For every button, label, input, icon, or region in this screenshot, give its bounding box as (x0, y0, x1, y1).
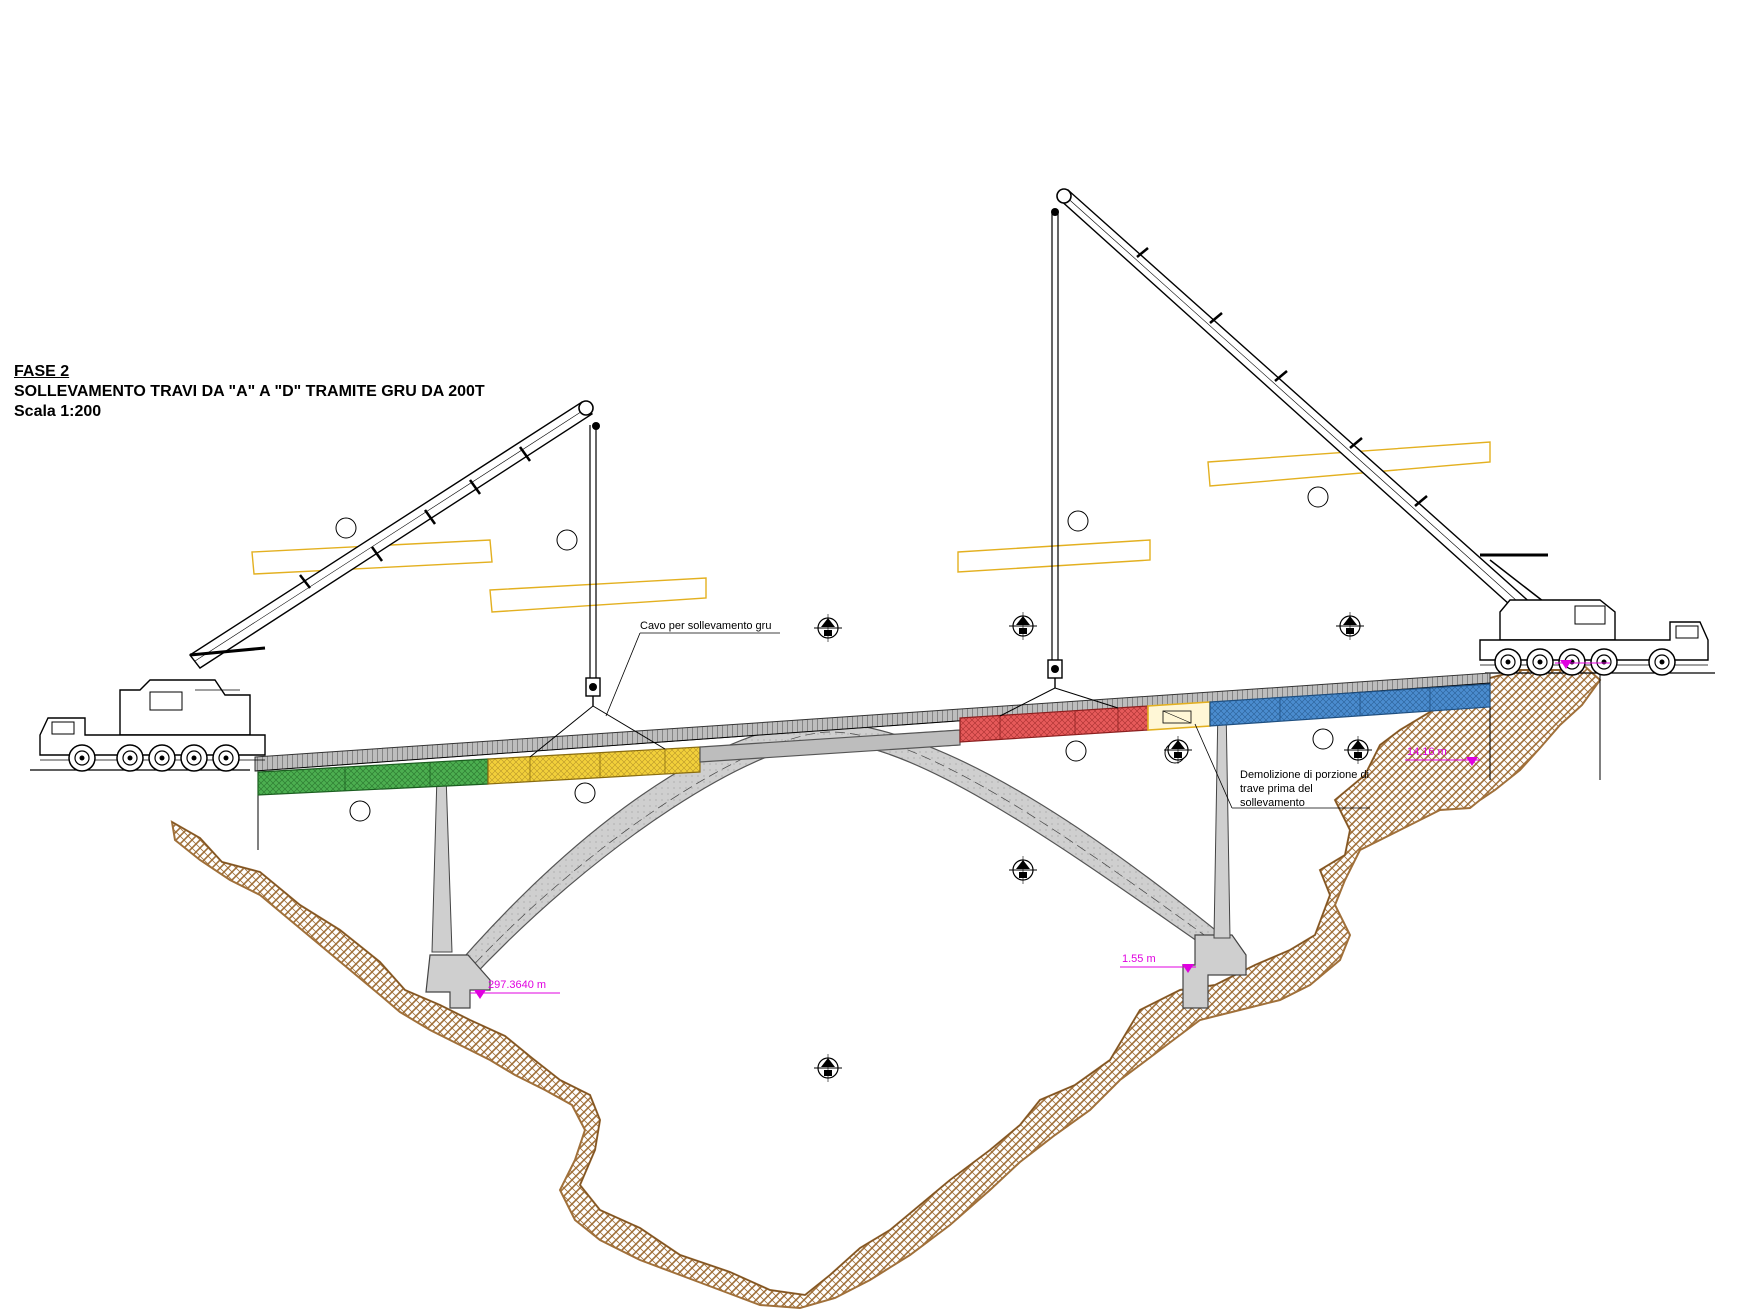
elevation-left-foundation: 297.3640 m (488, 979, 546, 991)
beam-outline-icon (489, 577, 707, 613)
demolition-annotation: Demolizione di porzione di trave prima d… (1194, 723, 1370, 809)
right-pier (1213, 704, 1231, 939)
left-foundation (425, 954, 491, 1009)
cable-annotation: Cavo per sollevamento gru (605, 620, 780, 717)
section-marker-icon (1335, 611, 1365, 641)
deck-slab (254, 672, 1491, 772)
elevation-markers: 297.3640 m 1.55 m 14.16 m (470, 660, 1610, 999)
elevation-right-foundation: 1.55 m (1122, 953, 1156, 965)
demolition-zone (1147, 701, 1211, 731)
crane-icon (999, 188, 1709, 717)
section-marker-icon (1008, 611, 1038, 641)
drawing-scale: Scala 1:200 (14, 403, 102, 420)
elevation-right-abutment: 14.16 m (1407, 746, 1447, 758)
beam-segment-grey (699, 729, 961, 763)
beam-segment-yellow (487, 746, 701, 785)
section-marker-icon (813, 613, 843, 643)
crane-icon (39, 400, 666, 772)
beam-outline-icon (1207, 441, 1491, 487)
elevation-marker-icon: 1.55 m (1120, 953, 1196, 973)
phase-title: FASE 2 (14, 363, 70, 380)
demolition-note-line3: sollevamento (1240, 797, 1305, 809)
demolition-note-line1: Demolizione di porzione di (1240, 769, 1369, 781)
section-marker-icon (813, 1053, 843, 1083)
bridge-deck (254, 672, 1491, 796)
beam-outline-icon (251, 539, 493, 575)
cable-label: Cavo per sollevamento gru (640, 620, 771, 632)
beam-outline-icon (957, 539, 1151, 573)
elevation-marker-icon: 14.16 m (1405, 746, 1480, 766)
demolition-note-line2: trave prima del (1240, 783, 1313, 795)
left-crane-cab (119, 679, 251, 736)
terrain-section (170, 660, 1602, 1310)
left-pier (431, 774, 453, 953)
title-block: FASE 2 SOLLEVAMENTO TRAVI DA "A" A "D" T… (14, 362, 485, 422)
phase-description: SOLLEVAMENTO TRAVI DA "A" A "D" TRAMITE … (14, 383, 485, 400)
left-crane-boom (188, 401, 594, 669)
section-marker-icon (1008, 855, 1038, 885)
section-marker-icon (1343, 735, 1373, 765)
lifted-beam-outlines (251, 441, 1491, 613)
elevation-marker-icon: 297.3640 m (470, 979, 560, 999)
